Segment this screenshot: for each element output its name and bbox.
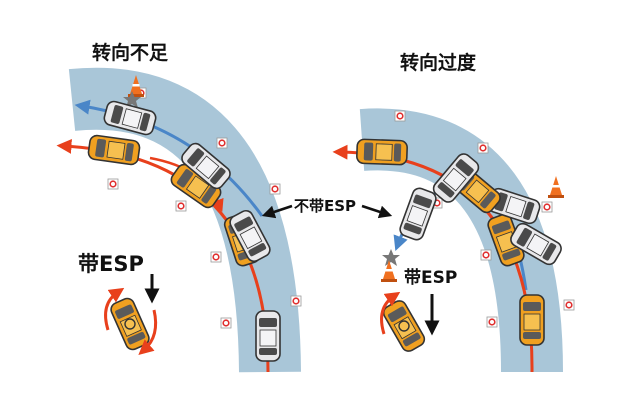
traffic-cone-icon xyxy=(548,176,564,198)
road-curve-left xyxy=(68,67,301,373)
road-marker-icon xyxy=(107,178,119,190)
oversteer-scene xyxy=(332,108,575,373)
title-understeer: 转向不足 xyxy=(92,42,169,64)
pointer-arrow-left xyxy=(261,204,293,219)
road-marker-icon xyxy=(394,110,406,122)
car-white xyxy=(255,310,281,362)
label-with-esp-left: 带ESP xyxy=(78,252,144,276)
label-without-esp: 不带ESP xyxy=(294,197,357,215)
rotation-arrow-right xyxy=(380,291,401,335)
road-marker-icon xyxy=(480,249,492,261)
understeer-scene xyxy=(56,67,302,373)
road-marker-icon xyxy=(220,317,232,329)
road-marker-icon xyxy=(175,200,187,212)
rotation-arrow-left-2 xyxy=(138,309,158,355)
road-marker-icon xyxy=(486,316,498,328)
steering-wheel-icon xyxy=(398,320,410,332)
car-orange xyxy=(86,133,142,167)
label-with-esp-right: 带ESP xyxy=(404,268,458,288)
pointer-arrow-right xyxy=(361,204,393,219)
car-orange-esp xyxy=(380,297,428,355)
road-marker-icon xyxy=(563,299,575,311)
road-marker-icon xyxy=(269,183,281,195)
rotation-arrow-left xyxy=(104,287,125,331)
car-orange-esp xyxy=(108,295,152,353)
road-marker-icon xyxy=(290,295,302,307)
impact-star-icon xyxy=(382,249,400,266)
road-marker-icon xyxy=(477,142,489,154)
steering-wheel-icon xyxy=(124,318,136,330)
car-orange xyxy=(355,138,409,166)
car-orange xyxy=(519,294,545,346)
road-marker-icon xyxy=(210,251,222,263)
road-marker-icon xyxy=(541,201,553,213)
road-marker-icon xyxy=(216,137,228,149)
title-oversteer: 转向过度 xyxy=(400,52,477,74)
car-white xyxy=(397,185,439,243)
